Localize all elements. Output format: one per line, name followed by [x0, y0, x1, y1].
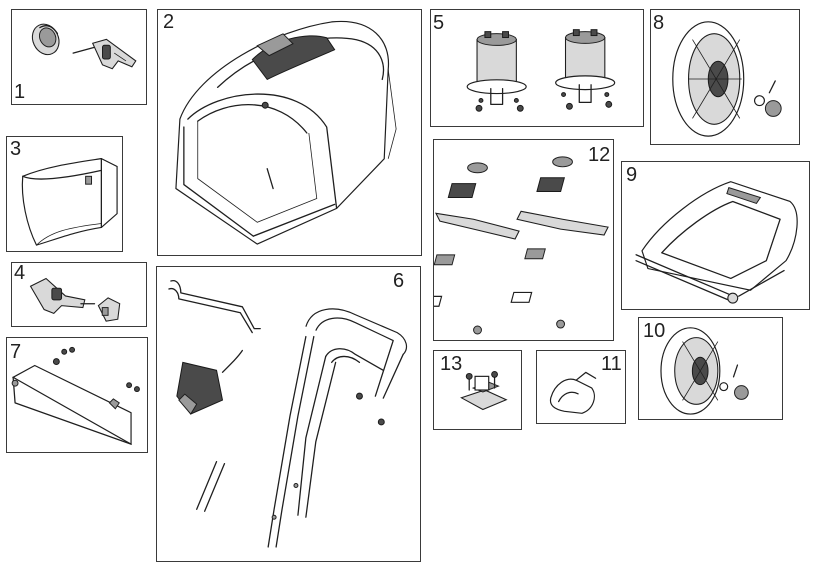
part-panel-5[interactable]: 5 — [430, 9, 644, 127]
part-number-5: 5 — [433, 12, 445, 34]
part-panel-3[interactable]: 3 — [6, 136, 123, 252]
mulch-plug-illustration — [21, 157, 118, 246]
handle-assembly-illustration — [168, 279, 408, 548]
part-number-7: 7 — [10, 341, 22, 363]
part-number-9: 9 — [626, 164, 638, 186]
part-panel-7[interactable]: 7 — [6, 337, 148, 453]
part-panel-1[interactable]: 1 — [11, 9, 147, 105]
grass-catcher-illustration — [175, 20, 397, 245]
part-panel-6[interactable]: 6 — [156, 266, 421, 562]
part-panel-4[interactable]: 4 — [11, 262, 147, 327]
front-wheel-illustration — [660, 327, 749, 415]
part-panel-13[interactable]: 13 — [433, 350, 522, 430]
deck-illustration — [635, 181, 798, 304]
part-panel-9[interactable]: 9 — [621, 161, 810, 310]
part-panel-12[interactable]: 12 — [433, 139, 614, 341]
clip-illustration — [549, 371, 597, 414]
part-number-12: 12 — [588, 144, 611, 166]
part-number-11: 11 — [601, 353, 622, 375]
part-number-4: 4 — [14, 262, 26, 284]
rear-wheel-illustration — [672, 21, 782, 137]
part-panel-8[interactable]: 8 — [650, 9, 800, 145]
part-number-10: 10 — [643, 320, 666, 342]
switch-box-illustration — [460, 370, 508, 411]
blade-kit-illustration — [434, 156, 609, 335]
motor-illustration — [466, 29, 616, 112]
rear-flap-illustration — [11, 346, 140, 446]
part-panel-2[interactable]: 2 — [157, 9, 422, 256]
part-number-2: 2 — [163, 11, 175, 33]
part-number-13: 13 — [440, 353, 463, 375]
part-number-1: 1 — [14, 81, 26, 103]
lever-knob-illustration — [31, 23, 137, 70]
part-panel-11[interactable]: 11 — [536, 350, 626, 424]
part-number-3: 3 — [10, 138, 22, 160]
part-panel-10[interactable]: 10 — [638, 317, 783, 420]
height-adjuster-illustration — [29, 277, 121, 322]
part-number-6: 6 — [393, 270, 405, 292]
part-number-8: 8 — [653, 12, 665, 34]
